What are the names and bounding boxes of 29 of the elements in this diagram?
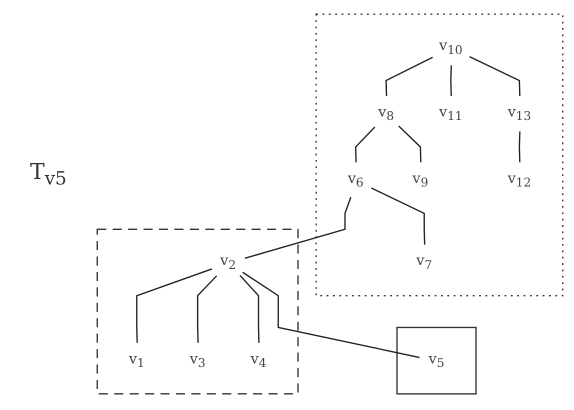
cluster: [396, 326, 477, 395]
connector: [354, 126, 376, 164]
connector: [136, 268, 213, 344]
node-text: v$_{3}$: [190, 350, 206, 371]
connector: [242, 272, 421, 358]
node-text: v$_{1}$: [128, 350, 145, 371]
node-text: v$_{6}$: [348, 169, 364, 190]
node-text: v$_{5}$: [428, 350, 444, 371]
node-text: v$_{4}$: [250, 350, 266, 371]
connector: [469, 56, 521, 97]
connector: [196, 274, 218, 344]
node-text: v$_{8}$: [378, 102, 394, 124]
connector: [385, 56, 434, 97]
node-text: v$_{12}$: [508, 169, 532, 190]
node-text: v$_{11}$: [439, 102, 463, 124]
connector: [398, 126, 422, 164]
connector: [450, 65, 452, 97]
node-text: v$_{2}$: [220, 252, 236, 273]
cluster: [96, 228, 299, 395]
node-text: v$_{9}$: [412, 169, 428, 190]
cluster: [315, 13, 564, 296]
connector: [371, 187, 426, 246]
graph-label: T$_{v5}$: [30, 160, 67, 190]
node-text: v$_{10}$: [439, 36, 463, 58]
node-text: v$_{7}$: [416, 252, 432, 273]
connector: [239, 274, 260, 344]
connector: [518, 132, 521, 164]
connector: [244, 196, 352, 259]
node-text: v$_{13}$: [508, 102, 532, 124]
